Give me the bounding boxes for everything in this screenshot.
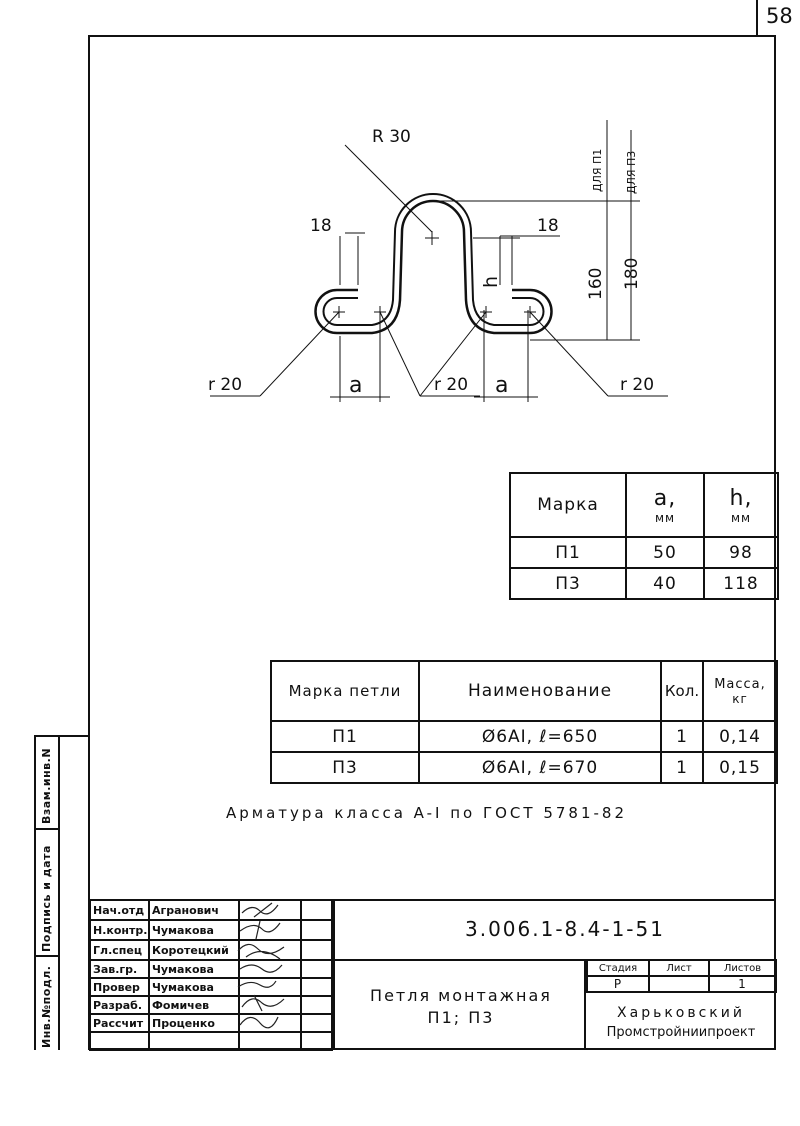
sheet-number-box bbox=[756, 0, 800, 35]
table-row: П3 40 118 bbox=[509, 567, 779, 600]
table1-header-h: h, мм bbox=[703, 472, 779, 538]
table1-header-mark: Марка bbox=[509, 472, 627, 538]
code-box bbox=[333, 899, 776, 961]
radius-label: R 30 bbox=[372, 127, 411, 147]
dim-a-left: a bbox=[349, 373, 362, 398]
stage-table: Стадия Лист Листов Р 1 bbox=[586, 959, 777, 993]
label-for-p1: ДЛЯ П1 bbox=[591, 149, 604, 192]
document-code: 3.006.1-8.4-1-51 bbox=[465, 917, 665, 941]
dim-18-right: 18 bbox=[537, 216, 559, 236]
stage-header: Стадия bbox=[586, 959, 650, 977]
r20-mid-label: r 20 bbox=[434, 375, 468, 395]
table1-header-a: a, мм bbox=[625, 472, 705, 538]
table-row: П1 Ø6AI, ℓ=650 1 0,14 bbox=[270, 720, 778, 753]
table-row: П3 Ø6AI, ℓ=670 1 0,15 bbox=[270, 751, 778, 784]
loop-drawing: R 30 18 18 r 20 r 20 r 20 a a h 160 180 … bbox=[208, 120, 668, 402]
table-row: Разраб.Фомичев bbox=[89, 995, 333, 1015]
label-for-p3: ДЛЯ П3 bbox=[625, 151, 638, 194]
sheets-header: Листов bbox=[708, 959, 777, 977]
dim-180: 180 bbox=[622, 258, 642, 290]
table2-header-qty: Кол. bbox=[660, 660, 704, 722]
side-stamp-box bbox=[34, 735, 88, 1050]
sheet-header: Лист bbox=[648, 959, 710, 977]
dim-160: 160 bbox=[586, 268, 606, 300]
table-row: Н.контр.Чумакова bbox=[89, 919, 333, 941]
table2-header-name: Наименование bbox=[418, 660, 662, 722]
table2-header-mass: Масса, кг bbox=[702, 660, 778, 722]
table2-header-mark: Марка петли bbox=[270, 660, 420, 722]
sheet-value bbox=[648, 975, 710, 993]
title-box bbox=[333, 959, 586, 1050]
dim-h: h bbox=[480, 276, 502, 288]
stage-value: Р bbox=[586, 975, 650, 993]
dim-18-left: 18 bbox=[310, 216, 332, 236]
specification-table: Марка петли Наименование Кол. Масса, кг … bbox=[270, 660, 778, 784]
r20-left-label: r 20 bbox=[208, 375, 242, 395]
mark-dimensions-table: Марка a, мм h, мм П1 50 98 П3 40 118 bbox=[509, 472, 779, 600]
dim-a-right: a bbox=[495, 373, 508, 398]
reinforcement-note: Арматура класса A-I по ГОСТ 5781-82 bbox=[226, 804, 628, 822]
r20-right-label: r 20 bbox=[620, 375, 654, 395]
organization: Харьковский Промстройниипроект bbox=[606, 1005, 756, 1040]
table-row: П1 50 98 bbox=[509, 536, 779, 569]
table-row: Зав.гр.Чумакова bbox=[89, 959, 333, 979]
drawing-title: Петля монтажная П1; П3 bbox=[370, 986, 552, 1027]
signatures bbox=[237, 902, 285, 1029]
sheets-value: 1 bbox=[708, 975, 777, 993]
sheet-number: 58 bbox=[766, 4, 793, 28]
